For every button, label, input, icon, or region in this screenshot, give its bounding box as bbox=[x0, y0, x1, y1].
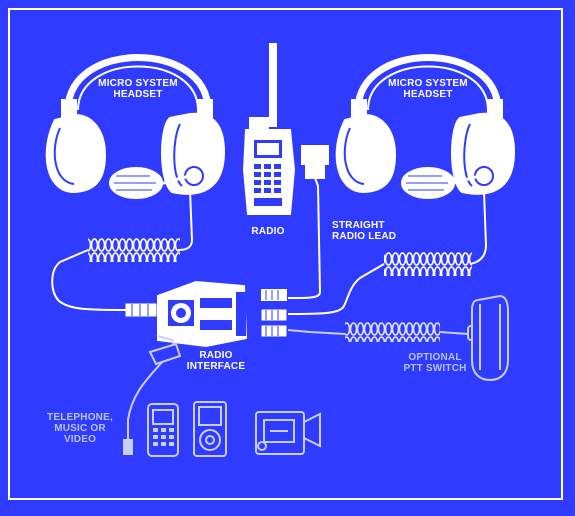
telephone-music-video-label: TELEPHONE, MUSIC OR VIDEO bbox=[47, 412, 113, 445]
left-headset-cable bbox=[51, 189, 194, 311]
radio-interface-box-icon bbox=[157, 280, 248, 348]
radio-label: RADIO bbox=[251, 226, 285, 237]
diagram-border bbox=[8, 8, 563, 500]
headset-left-label: MICRO SYSTEM HEADSET bbox=[98, 78, 178, 100]
ptt-switch-icon bbox=[287, 294, 509, 382]
optional-ptt-label: OPTIONAL PTT SWITCH bbox=[403, 352, 467, 374]
microphone-icon bbox=[123, 335, 182, 455]
interface-connectors bbox=[125, 303, 287, 337]
right-headset-cable bbox=[287, 191, 488, 315]
radio-interface-label: RADIO INTERFACE bbox=[186, 350, 246, 372]
music-player-icon bbox=[193, 401, 227, 457]
straight-radio-lead-label: STRAIGHT RADIO LEAD bbox=[332, 220, 397, 242]
headset-right-icon bbox=[335, 54, 516, 199]
headset-right-label: MICRO SYSTEM HEADSET bbox=[388, 78, 468, 100]
straight-radio-lead bbox=[261, 145, 329, 301]
headset-left-icon bbox=[45, 54, 226, 199]
video-camera-icon bbox=[255, 411, 321, 455]
phone-icon bbox=[147, 403, 179, 457]
walkie-talkie-icon bbox=[242, 43, 296, 215]
